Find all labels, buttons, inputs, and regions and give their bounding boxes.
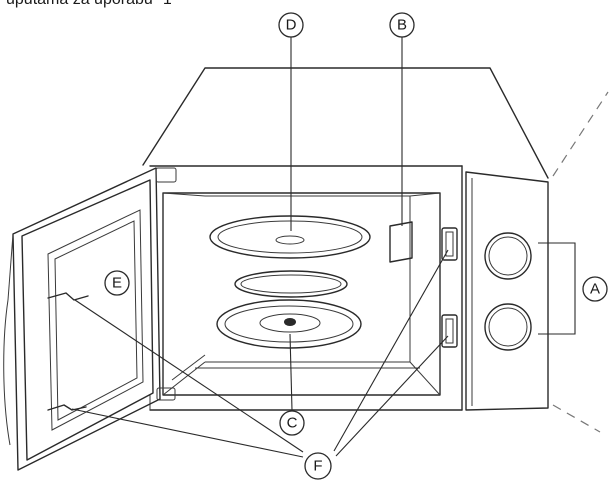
waveguide-cover [389,221,413,263]
callout-c-label: C [287,415,298,432]
callout-c: C [279,410,305,436]
control-panel [465,171,549,411]
callout-d: D [278,12,304,38]
door [3,167,177,471]
callout-f-label: F [313,458,322,475]
caption-text: uputama za uporabu "1" [6,0,177,9]
roller-ring [234,270,348,298]
glass-tray [209,215,371,259]
callout-b: B [389,12,415,38]
callout-d-label: D [286,17,297,34]
callout-b-label: B [397,17,407,34]
cabinet-body [142,67,549,411]
callout-e: E [104,270,130,296]
leader-lines [71,37,576,458]
turntable-shaft [216,299,362,349]
callout-a: A [582,276,608,302]
power-knob [484,303,532,351]
callout-e-label: E [112,275,122,292]
dashed-guides [552,91,609,433]
callout-f: F [304,452,332,480]
callout-a-label: A [590,281,600,298]
door-latches [441,227,458,348]
timer-knob [484,232,532,280]
